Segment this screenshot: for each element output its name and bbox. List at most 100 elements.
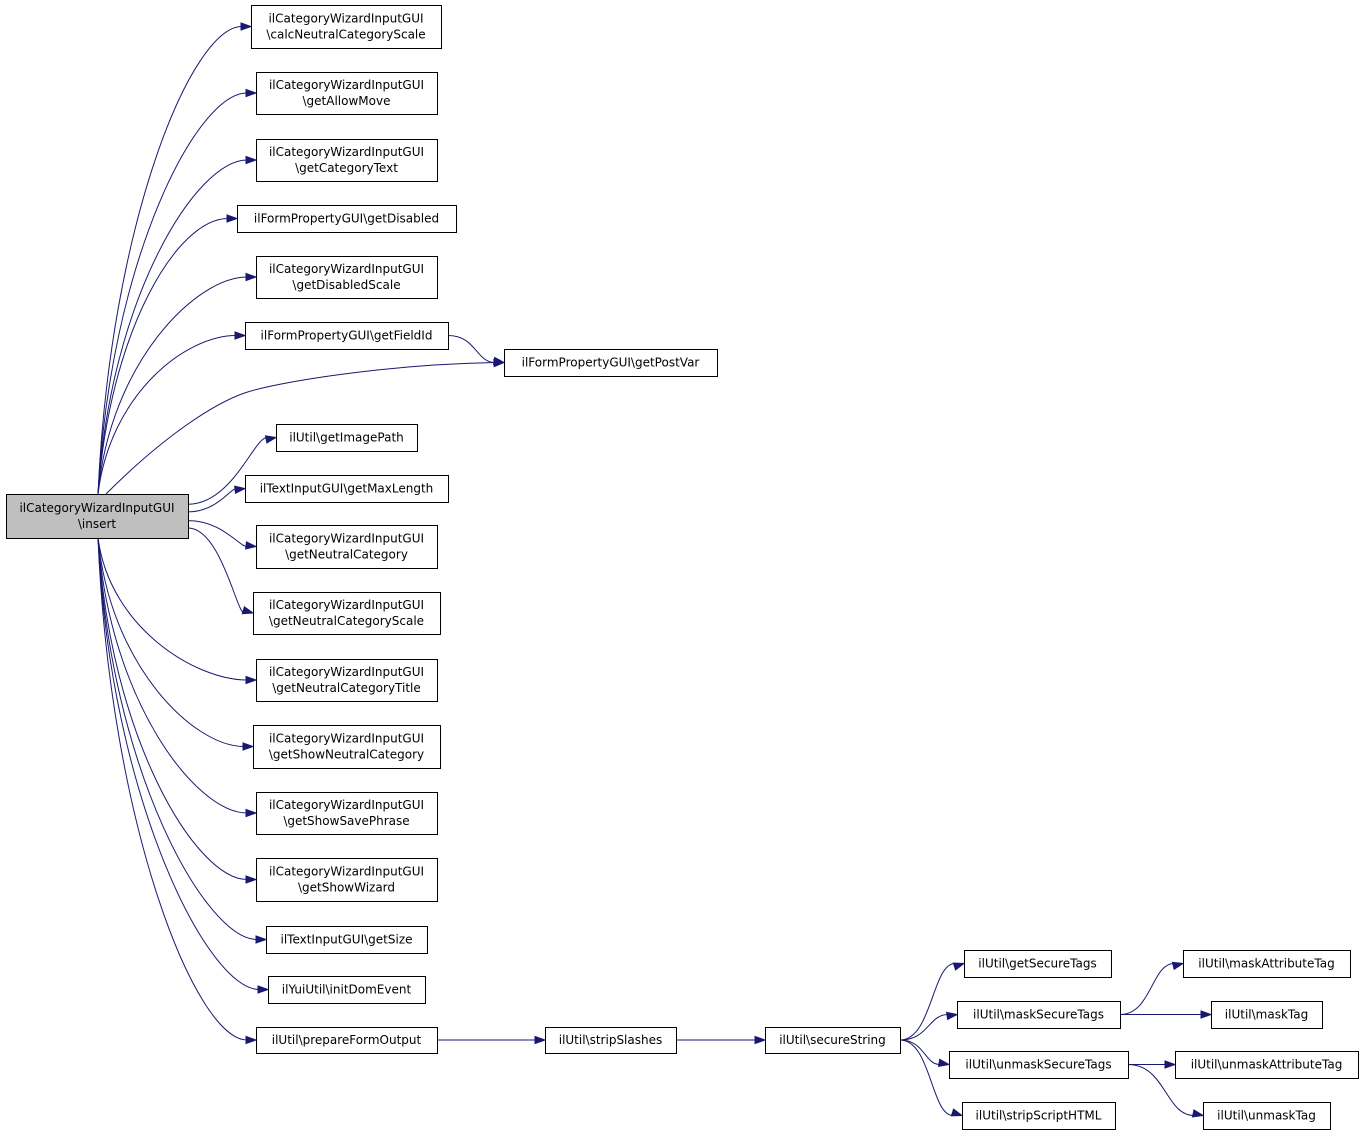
node-get-neutral-category-title[interactable]: ilCategoryWizardInputGUI\getNeutralCateg… bbox=[256, 659, 438, 702]
node-box bbox=[276, 424, 418, 452]
node-label: ilUtil\secureString bbox=[779, 1033, 886, 1047]
edge-insert-to-get-category-text bbox=[97, 155, 258, 495]
node-unmask-attribute-tag[interactable]: ilUtil\unmaskAttributeTag bbox=[1175, 1051, 1359, 1079]
node-mask-tag[interactable]: ilUtil\maskTag bbox=[1211, 1001, 1323, 1029]
node-box bbox=[256, 256, 438, 299]
node-label: ilCategoryWizardInputGUI bbox=[268, 12, 423, 26]
node-label: \getDisabledScale bbox=[292, 278, 400, 292]
node-label: ilTextInputGUI\getSize bbox=[280, 933, 412, 947]
node-label: ilCategoryWizardInputGUI bbox=[269, 598, 424, 612]
node-label: ilFormPropertyGUI\getFieldId bbox=[261, 329, 433, 343]
edge-insert-to-init-dom-event bbox=[97, 537, 270, 994]
node-init-dom-event[interactable]: ilYuiUtil\initDomEvent bbox=[268, 976, 426, 1004]
arrowhead bbox=[1191, 1109, 1205, 1118]
node-label: \getShowSavePhrase bbox=[283, 814, 409, 828]
node-box bbox=[962, 1102, 1116, 1130]
node-get-disabled[interactable]: ilFormPropertyGUI\getDisabled bbox=[237, 205, 457, 233]
node-strip-script-html[interactable]: ilUtil\stripScriptHTML bbox=[962, 1102, 1116, 1130]
node-get-disabled-scale[interactable]: ilCategoryWizardInputGUI \getDisabledScal… bbox=[256, 256, 438, 299]
node-box bbox=[237, 205, 457, 233]
node-label: \getShowWizard bbox=[298, 881, 395, 895]
node-box bbox=[245, 475, 449, 503]
arrowhead bbox=[937, 1058, 951, 1068]
edge-line bbox=[97, 92, 248, 495]
node-box bbox=[256, 858, 438, 902]
edge-secure-string-to-get-secure-tags bbox=[899, 962, 966, 1041]
node-box bbox=[957, 1001, 1121, 1029]
node-get-allow-move[interactable]: ilCategoryWizardInputGUI\getAllowMove bbox=[256, 72, 438, 115]
node-get-post-var[interactable]: ilFormPropertyGUI\getPostVar bbox=[504, 349, 718, 377]
edge-insert-to-get-show-neutral-category bbox=[97, 537, 255, 751]
edge-line bbox=[187, 527, 245, 614]
node-get-field-id[interactable]: ilFormPropertyGUI\getFieldId bbox=[245, 322, 449, 350]
edge-layer bbox=[97, 22, 1213, 1118]
edge-line bbox=[105, 362, 496, 495]
edge-line bbox=[97, 537, 260, 990]
edge-line bbox=[899, 1014, 949, 1041]
node-label: ilUtil\prepareFormOutput bbox=[272, 1033, 422, 1047]
node-get-neutral-category-scale[interactable]: ilCategoryWizardInputGUI\getNeutralCateg… bbox=[253, 592, 441, 635]
node-box bbox=[1203, 1102, 1331, 1130]
node-strip-slashes[interactable]: ilUtil\stripSlashes bbox=[545, 1027, 677, 1054]
edge-line bbox=[97, 537, 258, 940]
node-box bbox=[245, 322, 449, 350]
edge-prepare-form-output-to-strip-slashes bbox=[437, 1035, 547, 1045]
arrowhead bbox=[245, 272, 258, 282]
edge-line bbox=[97, 537, 248, 814]
node-box bbox=[1183, 950, 1351, 978]
arrowhead bbox=[245, 808, 258, 818]
arrowhead bbox=[950, 1108, 964, 1117]
node-get-max-length[interactable]: ilTextInputGUI\getMaxLength bbox=[245, 475, 449, 503]
edge-line bbox=[97, 276, 248, 495]
arrowhead bbox=[245, 675, 258, 685]
node-mask-attribute-tag[interactable]: ilUtil\maskAttributeTag bbox=[1183, 950, 1351, 978]
arrowhead bbox=[492, 356, 506, 366]
node-label: ilUtil\maskSecureTags bbox=[973, 1008, 1104, 1022]
edge-insert-to-get-disabled-scale bbox=[97, 272, 258, 495]
node-label: ilUtil\unmaskTag bbox=[1217, 1109, 1316, 1123]
node-layer: ilCategoryWizardInputGUI\insert ilCategor… bbox=[6, 5, 1359, 1130]
node-get-show-save-phrase[interactable]: ilCategoryWizardInputGUI\getShowSavePhra… bbox=[256, 792, 438, 835]
node-label: ilUtil\maskTag bbox=[1225, 1008, 1308, 1022]
node-box bbox=[964, 950, 1112, 978]
node-box bbox=[256, 525, 438, 569]
edge-line bbox=[97, 537, 248, 1041]
node-get-secure-tags[interactable]: ilUtil\getSecureTags bbox=[964, 950, 1112, 978]
edge-insert-to-get-max-length bbox=[187, 485, 247, 513]
edge-line bbox=[187, 437, 268, 505]
node-box bbox=[6, 494, 189, 539]
arrowhead bbox=[245, 1035, 258, 1045]
node-label: ilCategoryWizardInputGUI bbox=[269, 262, 424, 276]
node-label: ilUtil\stripScriptHTML bbox=[976, 1109, 1102, 1123]
edge-line bbox=[187, 488, 237, 513]
edge-insert-to-get-neutral-category bbox=[187, 520, 258, 550]
node-secure-string[interactable]: ilUtil\secureString bbox=[765, 1027, 901, 1054]
node-box bbox=[1211, 1001, 1323, 1029]
edge-line bbox=[899, 1039, 954, 1116]
node-unmask-secure-tags[interactable]: ilUtil\unmaskSecureTags bbox=[949, 1051, 1129, 1079]
node-get-size[interactable]: ilTextInputGUI\getSize bbox=[266, 926, 428, 954]
node-label: ilCategoryWizardInputGUI bbox=[269, 665, 424, 679]
edge-get-field-id-to-get-post-var bbox=[447, 335, 506, 366]
node-get-image-path[interactable]: ilUtil\getImagePath bbox=[276, 424, 418, 452]
node-get-show-wizard[interactable]: ilCategoryWizardInputGUI \getShowWizard bbox=[256, 858, 438, 902]
node-box bbox=[253, 592, 441, 635]
edge-insert-to-get-disabled bbox=[97, 214, 239, 495]
node-get-show-neutral-category[interactable]: ilCategoryWizardInputGUI\getShowNeutralC… bbox=[253, 725, 441, 769]
node-prepare-form-output[interactable]: ilUtil\prepareFormOutput bbox=[256, 1027, 438, 1054]
node-get-category-text[interactable]: ilCategoryWizardInputGUI\getCategoryText bbox=[256, 139, 438, 182]
node-get-neutral-category[interactable]: ilCategoryWizardInputGUI\getNeutralCateg… bbox=[256, 525, 438, 569]
arrowhead bbox=[754, 1035, 767, 1045]
edge-insert-to-get-show-wizard bbox=[97, 537, 258, 884]
node-label: ilUtil\unmaskAttributeTag bbox=[1191, 1058, 1343, 1072]
node-label: ilCategoryWizardInputGUI bbox=[269, 865, 424, 879]
node-label: ilCategoryWizardInputGUI bbox=[269, 78, 424, 92]
node-insert[interactable]: ilCategoryWizardInputGUI\insert bbox=[6, 494, 189, 539]
node-calc-neutral-category-scale[interactable]: ilCategoryWizardInputGUI\calcNeutralCate… bbox=[251, 5, 442, 49]
edge-mask-secure-tags-to-mask-tag bbox=[1120, 1010, 1213, 1019]
edge-line bbox=[97, 537, 245, 747]
node-unmask-tag[interactable]: ilUtil\unmaskTag bbox=[1203, 1102, 1331, 1130]
edge-line bbox=[899, 963, 956, 1041]
node-mask-secure-tags[interactable]: ilUtil\maskSecureTags bbox=[957, 1001, 1121, 1029]
